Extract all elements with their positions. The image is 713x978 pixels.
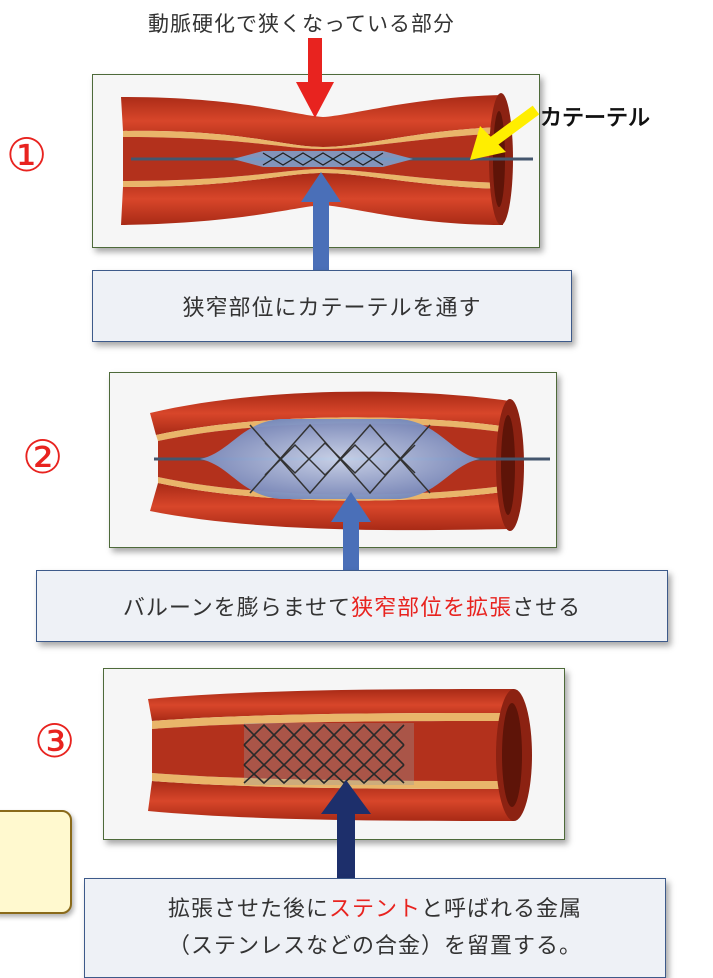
step3-caption-highlight: ステント	[328, 896, 421, 922]
step2-caption-highlight: 狭窄部位を拡張	[351, 596, 513, 621]
step2-arrow	[331, 492, 371, 576]
vessel-balloon-figure	[150, 391, 550, 531]
stenosis-arrow	[296, 38, 334, 118]
diagram-title: 動脈硬化で狭くなっている部分	[148, 12, 455, 36]
step3-caption-part3: と呼ばれる金属	[421, 896, 583, 922]
step3-caption: 拡張させた後にステントと呼ばれる金属 （ステンレスなどの合金）を留置する。	[84, 878, 666, 978]
step3-caption-line1: 拡張させた後にステントと呼ばれる金属	[168, 891, 582, 928]
step3-illustration	[103, 668, 565, 840]
step1-arrow	[301, 172, 341, 272]
step3-caption-part1: 拡張させた後に	[167, 896, 329, 922]
step1-caption: 狭窄部位にカテーテルを通す	[92, 270, 572, 342]
catheter-arrow	[470, 105, 540, 160]
step2-number: ②	[22, 430, 64, 484]
step3-number: ③	[34, 714, 76, 768]
step2-caption-part1: バルーンを膨らませて	[122, 596, 352, 621]
vessel-stent-figure	[148, 689, 532, 821]
step1-number: ①	[6, 128, 48, 182]
step2-caption: バルーンを膨らませて狭窄部位を拡張させる	[36, 570, 668, 642]
step2-illustration	[109, 372, 557, 548]
step3-caption-line2: （ステンレスなどの合金）を留置する。	[167, 934, 582, 959]
step2-caption-part3: させる	[512, 596, 582, 621]
step3-arrow	[321, 780, 371, 880]
note-box	[0, 810, 72, 914]
catheter-label: カテーテル	[540, 106, 651, 131]
